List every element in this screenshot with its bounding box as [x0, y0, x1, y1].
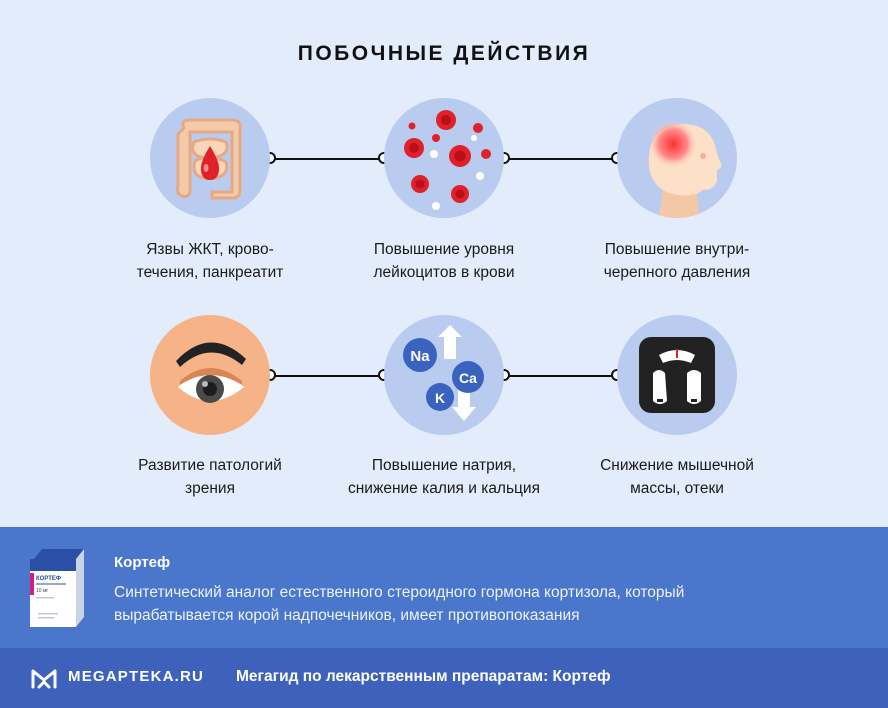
- scale-icon: [617, 315, 737, 435]
- effect-caption-electrolytes: Повышение натрия, снижение калия и кальц…: [347, 457, 540, 497]
- calcium-label: Ca: [459, 370, 477, 386]
- footer: MEGAPTEKA.RU Мегагид по лекарственным пр…: [0, 648, 888, 708]
- effect-caption-pressure: Повышение внутри- черепного давления: [603, 241, 751, 281]
- effect-caption-vision: Развитие патологий зрения: [138, 457, 282, 497]
- side-effects-section: ПОБОЧНЫЕ ДЕЙСТВИЯ: [136, 42, 754, 497]
- footer-guide-text: Мегагид по лекарственным препаратам: Кор…: [236, 668, 611, 685]
- connector-line: [504, 375, 617, 377]
- potassium-label: K: [435, 390, 445, 406]
- drug-package-image: КОРТЕФ 10 мг: [28, 547, 86, 629]
- drug-description: Синтетический аналог естественного стеро…: [114, 584, 685, 624]
- megapteka-logo-icon: [30, 666, 58, 690]
- package-dose-text: 10 мг: [36, 588, 48, 594]
- connector-line: [270, 158, 384, 160]
- drug-info-section: КОРТЕФ 10 мг Кортеф Синтетический аналог…: [0, 527, 888, 648]
- connector-line: [270, 375, 384, 377]
- effect-caption-gi: Язвы ЖКТ, крово- течения, панкреатит: [136, 241, 284, 281]
- megapteka-logo-text[interactable]: MEGAPTEKA.RU: [68, 668, 205, 685]
- page-title: ПОБОЧНЫЕ ДЕЙСТВИЯ: [297, 42, 591, 65]
- sodium-label: Na: [410, 348, 430, 365]
- effect-caption-blood: Повышение уровня лейкоцитов в крови: [373, 241, 515, 281]
- package-brand-text: КОРТЕФ: [36, 576, 61, 582]
- blood-cells-icon: [384, 98, 504, 218]
- electrolytes-icon: Na Ca K: [384, 315, 504, 435]
- effect-caption-muscle: Снижение мышечной массы, отеки: [600, 457, 754, 497]
- intestine-bleeding-icon: [150, 98, 270, 218]
- connector-line: [504, 158, 617, 160]
- eye-icon: [150, 315, 270, 435]
- drug-name: Кортеф: [114, 554, 171, 571]
- head-pain-icon: [617, 98, 737, 218]
